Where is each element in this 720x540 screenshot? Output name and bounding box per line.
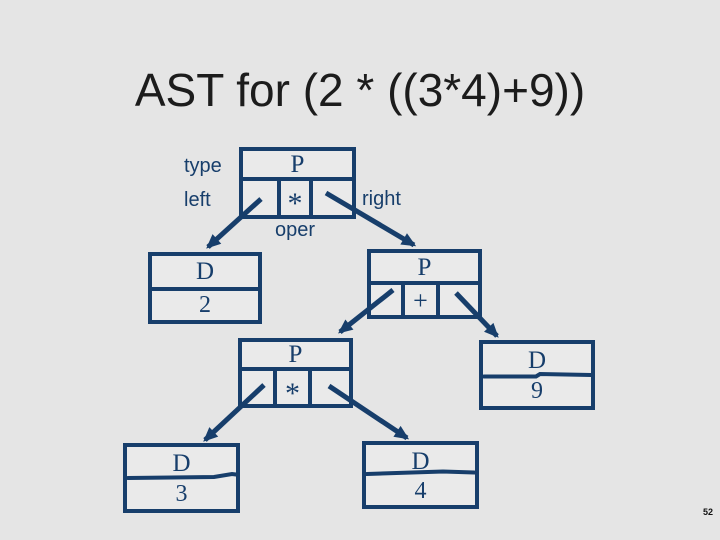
slide-title: AST for (2 * ((3*4)+9)) xyxy=(134,64,586,116)
oper-cell: * xyxy=(277,181,313,220)
right-pointer-cell xyxy=(440,285,478,315)
slide-page-number: 52 xyxy=(702,507,713,517)
label-oper: oper xyxy=(274,219,316,241)
node-type-letter: D xyxy=(527,347,547,374)
node-value: 3 xyxy=(175,481,188,507)
node-type-letter: D xyxy=(411,448,430,475)
operator-glyph: * xyxy=(285,377,300,410)
ast-node-root: P * xyxy=(239,147,356,220)
node-value: 2 xyxy=(199,292,211,318)
left-pointer-cell xyxy=(371,285,401,315)
right-pointer-cell xyxy=(312,371,349,405)
right-pointer-cell xyxy=(313,181,352,215)
operator-glyph: + xyxy=(413,286,428,315)
node-value: 4 xyxy=(414,478,427,504)
ast-node-d4: D 4 xyxy=(362,441,479,509)
node-type-letter: P xyxy=(242,342,349,371)
node-type-letter: D xyxy=(152,256,258,291)
ast-node-d9: D 9 xyxy=(479,340,595,410)
ast-node-d3: D 3 xyxy=(123,443,240,513)
label-type: type xyxy=(184,155,222,177)
label-right: right xyxy=(362,188,401,210)
left-pointer-cell xyxy=(243,181,277,215)
ast-node-d2: D 2 xyxy=(148,252,262,324)
ast-node-star: P * xyxy=(238,338,353,410)
ast-node-plus: P + xyxy=(367,249,482,319)
node-value: 9 xyxy=(531,378,543,404)
label-left: left xyxy=(184,189,211,211)
oper-cell: + xyxy=(401,285,440,315)
operator-glyph: * xyxy=(287,187,303,220)
left-pointer-cell xyxy=(242,371,273,405)
node-type-letter: P xyxy=(243,151,352,181)
node-type-letter: D xyxy=(172,450,191,477)
oper-cell: * xyxy=(273,371,312,410)
node-type-letter: P xyxy=(371,253,478,285)
